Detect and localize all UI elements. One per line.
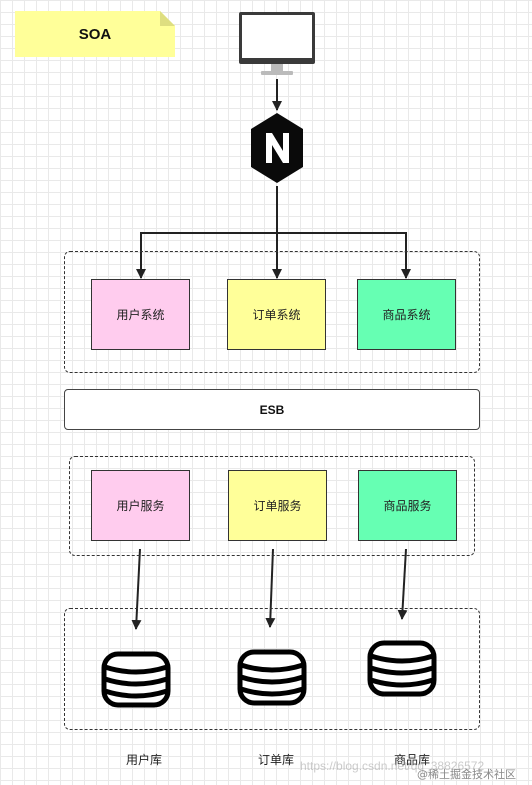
esb-label: ESB xyxy=(259,402,285,417)
user-system-label: 用户系统 xyxy=(116,308,165,322)
product-db-label: 商品库 xyxy=(394,753,431,767)
watermark-url: https://blog.csdn.net/qq_38826572 xyxy=(300,759,485,773)
order-service-box: 订单服务 xyxy=(228,470,327,541)
services-group xyxy=(69,456,475,556)
soa-note: SOA xyxy=(15,11,175,57)
order-system-box: 订单系统 xyxy=(227,279,326,350)
user-service-label: 用户服务 xyxy=(116,499,165,513)
note-title: SOA xyxy=(78,25,112,43)
systems-group xyxy=(64,251,480,373)
databases-group xyxy=(64,608,480,730)
product-service-box: 商品服务 xyxy=(358,470,457,541)
note-fold xyxy=(160,11,175,26)
user-system-box: 用户系统 xyxy=(91,279,190,350)
database-icon xyxy=(101,651,171,708)
order-db-label: 订单库 xyxy=(258,753,295,767)
database-icon xyxy=(367,640,437,697)
user-service-box: 用户服务 xyxy=(91,470,190,541)
nginx-icon xyxy=(251,113,303,183)
product-system-label: 商品系统 xyxy=(382,308,431,322)
database-icon xyxy=(237,649,307,706)
product-service-label: 商品服务 xyxy=(383,499,432,513)
esb-bar: ESB xyxy=(64,389,480,430)
watermark-site: @稀土掘金技术社区 xyxy=(417,768,516,781)
order-service-label: 订单服务 xyxy=(253,499,302,513)
product-system-box: 商品系统 xyxy=(357,279,456,350)
monitor-icon xyxy=(239,12,315,75)
user-db-label: 用户库 xyxy=(126,753,163,767)
order-system-label: 订单系统 xyxy=(252,308,301,322)
